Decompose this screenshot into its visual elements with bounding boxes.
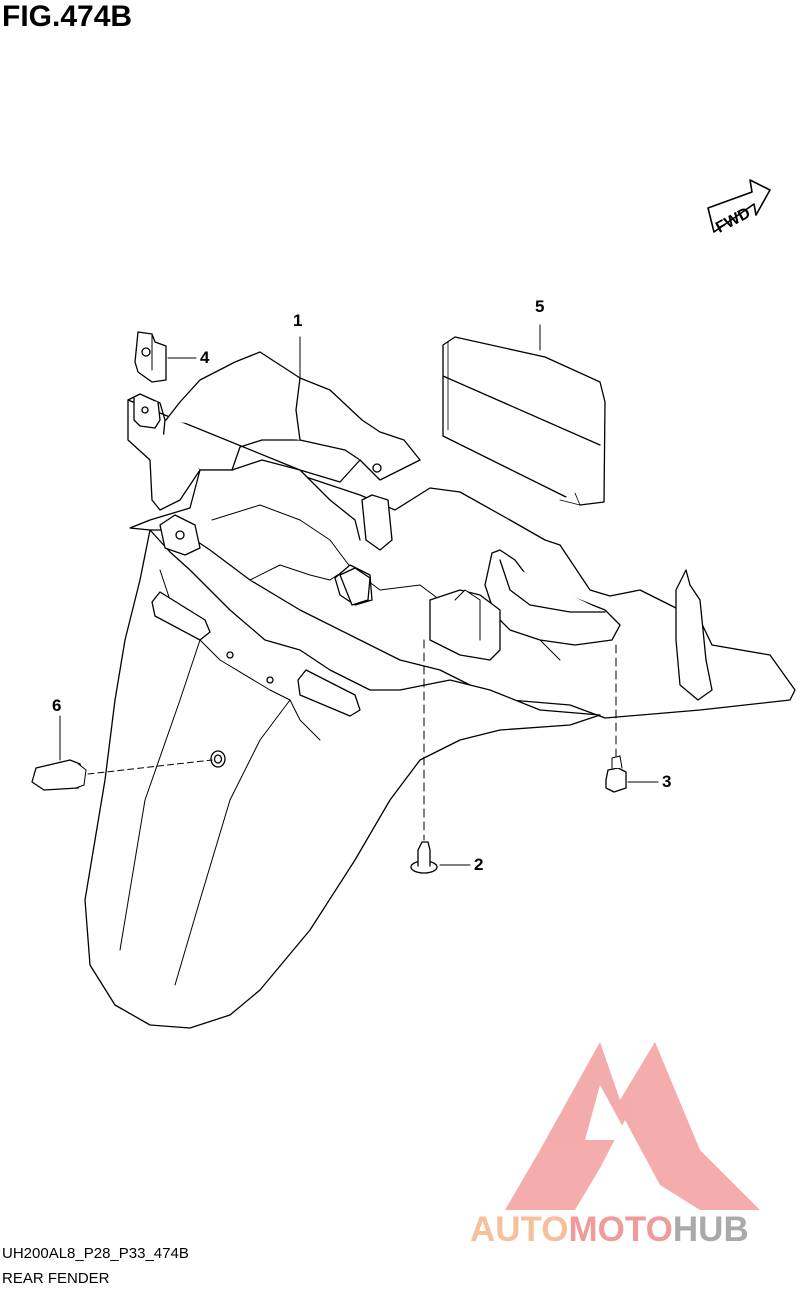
part-5-cover-plate	[442, 336, 606, 506]
callout-5: 5	[535, 297, 545, 316]
callout-1: 1	[293, 311, 303, 330]
fwd-arrow-icon: FWD	[707, 179, 771, 237]
part-6-cushion	[31, 759, 87, 791]
watermark-moto: MOTO	[568, 1210, 673, 1249]
watermark-logo-icon	[505, 1042, 760, 1210]
watermark-hub: HUB	[672, 1210, 749, 1249]
part-3-bolt	[605, 755, 627, 793]
part-1-rear-fender	[84, 351, 796, 1029]
callout-2: 2	[474, 855, 484, 874]
figure-caption: REAR FENDER	[2, 1270, 110, 1287]
part-4-clip-nut	[134, 331, 167, 383]
callout-3: 3	[662, 772, 672, 791]
callout-4: 4	[200, 348, 210, 367]
figure-code: UH200AL8_P28_P33_474B	[2, 1245, 189, 1262]
watermark-text: AUTOMOTOHUB	[470, 1210, 749, 1250]
watermark-auto: AUTO	[470, 1210, 569, 1249]
part-2-push-rivet	[410, 841, 438, 874]
figure-title: FIG.474B	[2, 0, 133, 33]
callout-6: 6	[52, 696, 62, 715]
dash-line-6	[87, 759, 213, 775]
